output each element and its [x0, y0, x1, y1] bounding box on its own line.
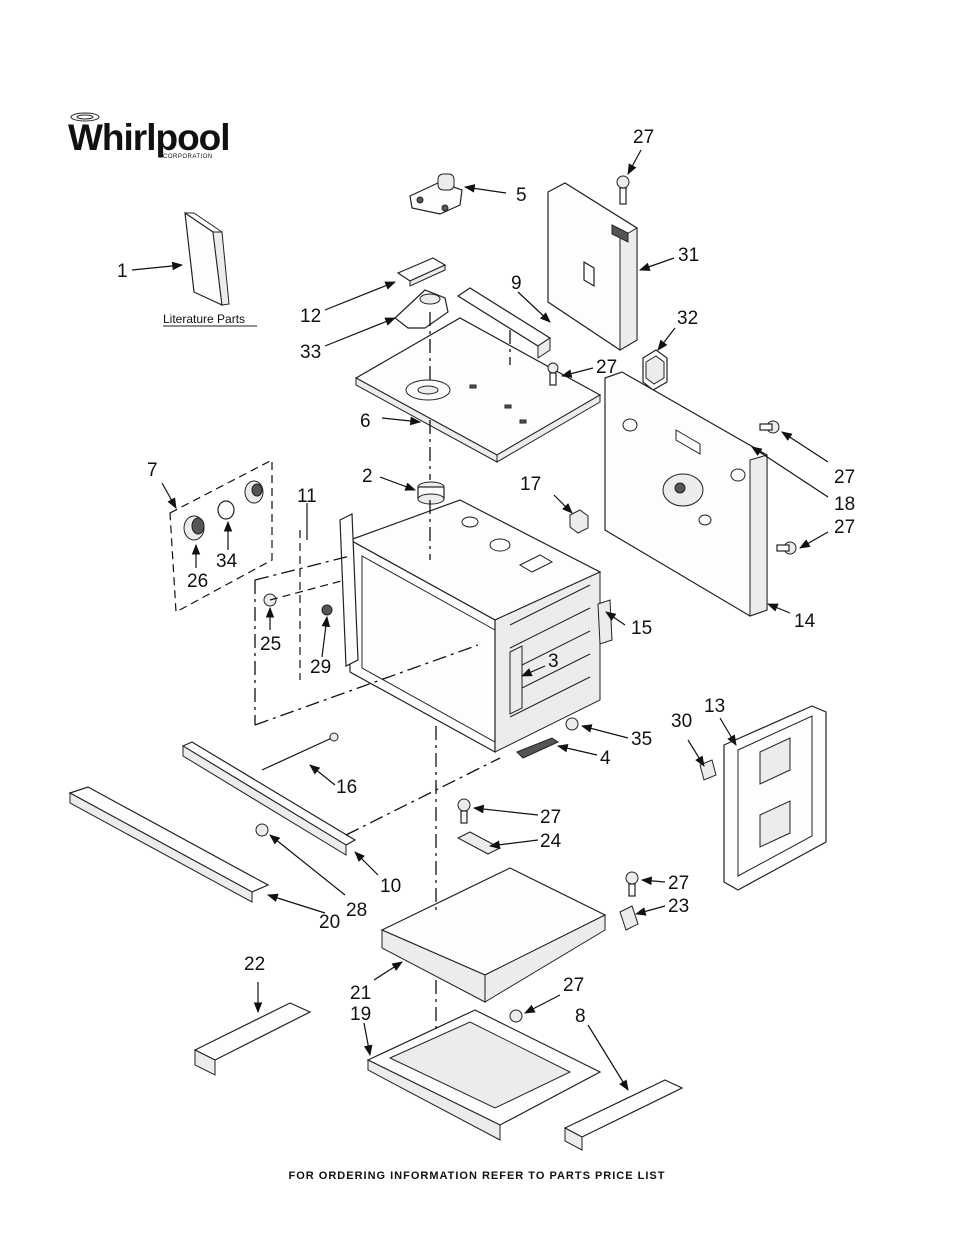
callout-25: 25	[260, 634, 281, 655]
callout-9: 9	[511, 273, 522, 294]
callout-20: 20	[319, 912, 340, 933]
callout-10: 10	[380, 876, 401, 897]
callout-18: 18	[834, 494, 855, 515]
part-lower-front-trim	[181, 741, 357, 856]
screw-icon-28	[255, 823, 269, 837]
callout-29: 29	[310, 657, 331, 678]
callout-8: 8	[575, 1006, 586, 1027]
alignment-lines	[254, 312, 511, 1030]
callout-28: 28	[346, 900, 367, 921]
callout-31: 31	[678, 245, 699, 266]
callout-1: 1	[117, 261, 128, 282]
literature-parts-label: Literature Parts	[163, 312, 245, 326]
part-left-rail	[193, 1002, 312, 1076]
screw-icon-35	[565, 717, 579, 731]
part-rear-panel	[604, 371, 768, 617]
screw-icon-top	[616, 175, 630, 205]
whirlpool-logo: Whirlpool CORPORATION	[68, 112, 231, 160]
callout-16: 16	[336, 777, 357, 798]
callout-27-panel-bottom: 27	[834, 517, 855, 538]
callout-6: 6	[360, 411, 371, 432]
callout-30: 30	[671, 711, 692, 732]
screw-icon-29	[321, 604, 333, 616]
callout-26: 26	[187, 571, 208, 592]
callout-33: 33	[300, 342, 321, 363]
callout-27-bottom: 27	[563, 975, 584, 996]
part-sensor	[409, 173, 463, 215]
part-side-panel	[723, 705, 827, 891]
brand-sub: CORPORATION	[163, 154, 213, 160]
screw-icon-24	[457, 798, 471, 824]
part-literature-booklet	[184, 211, 230, 306]
part-side-strip	[339, 513, 359, 667]
ordering-info-footer: FOR ORDERING INFORMATION REFER TO PARTS …	[289, 1170, 666, 1182]
callout-12: 12	[300, 306, 321, 327]
callout-15: 15	[631, 618, 652, 639]
callout-11: 11	[297, 486, 317, 507]
part-bottom-panel	[380, 867, 607, 1003]
callout-3: 3	[548, 651, 559, 672]
callout-2: 2	[362, 466, 373, 487]
callout-labels: 1 2 3 4 5 6 7 8 9 10 11 12 13 14 15 16 1…	[117, 127, 855, 1027]
callout-23: 23	[668, 896, 689, 917]
callout-35: 35	[631, 729, 652, 750]
part-vent-collar	[417, 481, 445, 505]
screw-icon-23	[625, 871, 639, 897]
callout-27-panel-top: 27	[834, 467, 855, 488]
part-trim-strip	[456, 287, 552, 359]
part-knob-set	[183, 480, 264, 541]
callout-27-mid: 27	[596, 357, 617, 378]
screw-icon-panel-bottom	[776, 541, 797, 555]
part-rod	[261, 732, 339, 771]
callout-27-top: 27	[633, 127, 654, 148]
part-clip	[569, 509, 589, 534]
part-rear-cover	[547, 182, 638, 351]
screw-icon-panel-top	[759, 420, 780, 434]
leader-lines	[131, 149, 829, 1091]
part-bracket-23	[619, 905, 639, 931]
callout-21: 21	[350, 983, 371, 1004]
screw-icon-bottom	[509, 1009, 523, 1023]
callout-19: 19	[350, 1004, 371, 1025]
callout-34: 34	[216, 551, 238, 572]
callout-5: 5	[516, 185, 527, 206]
callout-27-bracket: 27	[540, 807, 561, 828]
part-small-bracket	[642, 349, 668, 391]
part-kick-panel	[68, 786, 270, 903]
screw-icon-mid	[547, 362, 559, 386]
part-right-trim	[597, 599, 613, 645]
part-hinge-bracket	[509, 645, 523, 715]
part-right-rail	[563, 1079, 684, 1151]
callout-13: 13	[704, 696, 725, 717]
callout-14: 14	[794, 611, 816, 632]
callout-27-right: 27	[668, 873, 689, 894]
brand-name: Whirlpool	[68, 117, 230, 158]
callout-32: 32	[677, 308, 698, 329]
part-top-panel	[354, 317, 602, 463]
part-vent-duct	[394, 289, 449, 329]
part-bottom-tray	[366, 1009, 602, 1141]
part-oven-cavity	[348, 499, 602, 754]
part-bracket	[456, 831, 502, 855]
part-hinge-receiver	[516, 737, 560, 759]
part-vent-cover	[396, 257, 447, 287]
callout-24: 24	[540, 831, 562, 852]
callout-7: 7	[147, 460, 158, 481]
group-box-7	[169, 459, 273, 613]
callout-22: 22	[244, 954, 265, 975]
callout-17: 17	[520, 474, 541, 495]
callout-4: 4	[600, 748, 611, 769]
